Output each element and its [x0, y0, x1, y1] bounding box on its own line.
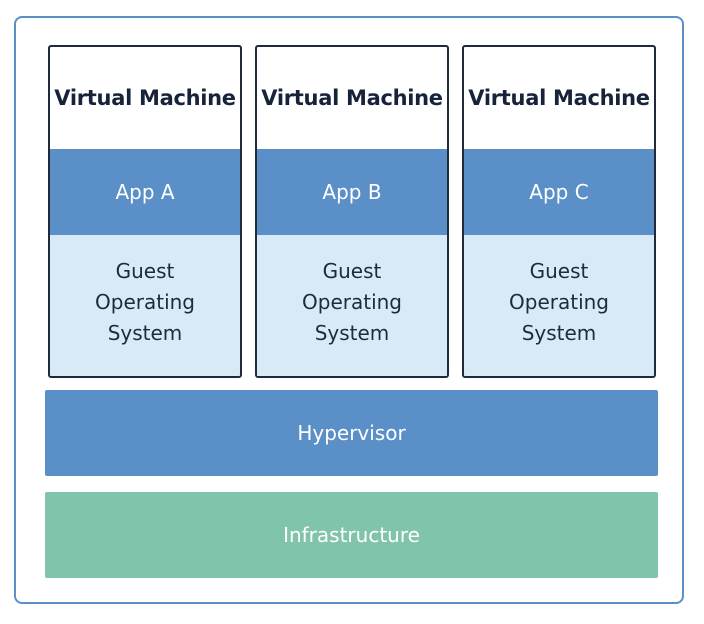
- guest-os-label: Guest Operating System: [302, 259, 402, 345]
- app-layer-b: App B: [257, 149, 447, 235]
- hypervisor-layer: Hypervisor: [45, 390, 658, 476]
- vm-title: Virtual Machine: [468, 86, 650, 110]
- vm-title: Virtual Machine: [261, 86, 443, 110]
- guest-os-label: Guest Operating System: [95, 259, 195, 345]
- virtual-machine-a: Virtual Machine App A Guest Operating Sy…: [48, 45, 242, 378]
- infrastructure-layer: Infrastructure: [45, 492, 658, 578]
- app-layer-c: App C: [464, 149, 654, 235]
- guest-os-layer: Guest Operating System: [464, 235, 654, 376]
- guest-os-label: Guest Operating System: [509, 259, 609, 345]
- virtual-machine-c: Virtual Machine App C Guest Operating Sy…: [462, 45, 656, 378]
- guest-os-layer: Guest Operating System: [50, 235, 240, 376]
- vm-title: Virtual Machine: [54, 86, 236, 110]
- app-layer-a: App A: [50, 149, 240, 235]
- virtual-machine-b: Virtual Machine App B Guest Operating Sy…: [255, 45, 449, 378]
- guest-os-layer: Guest Operating System: [257, 235, 447, 376]
